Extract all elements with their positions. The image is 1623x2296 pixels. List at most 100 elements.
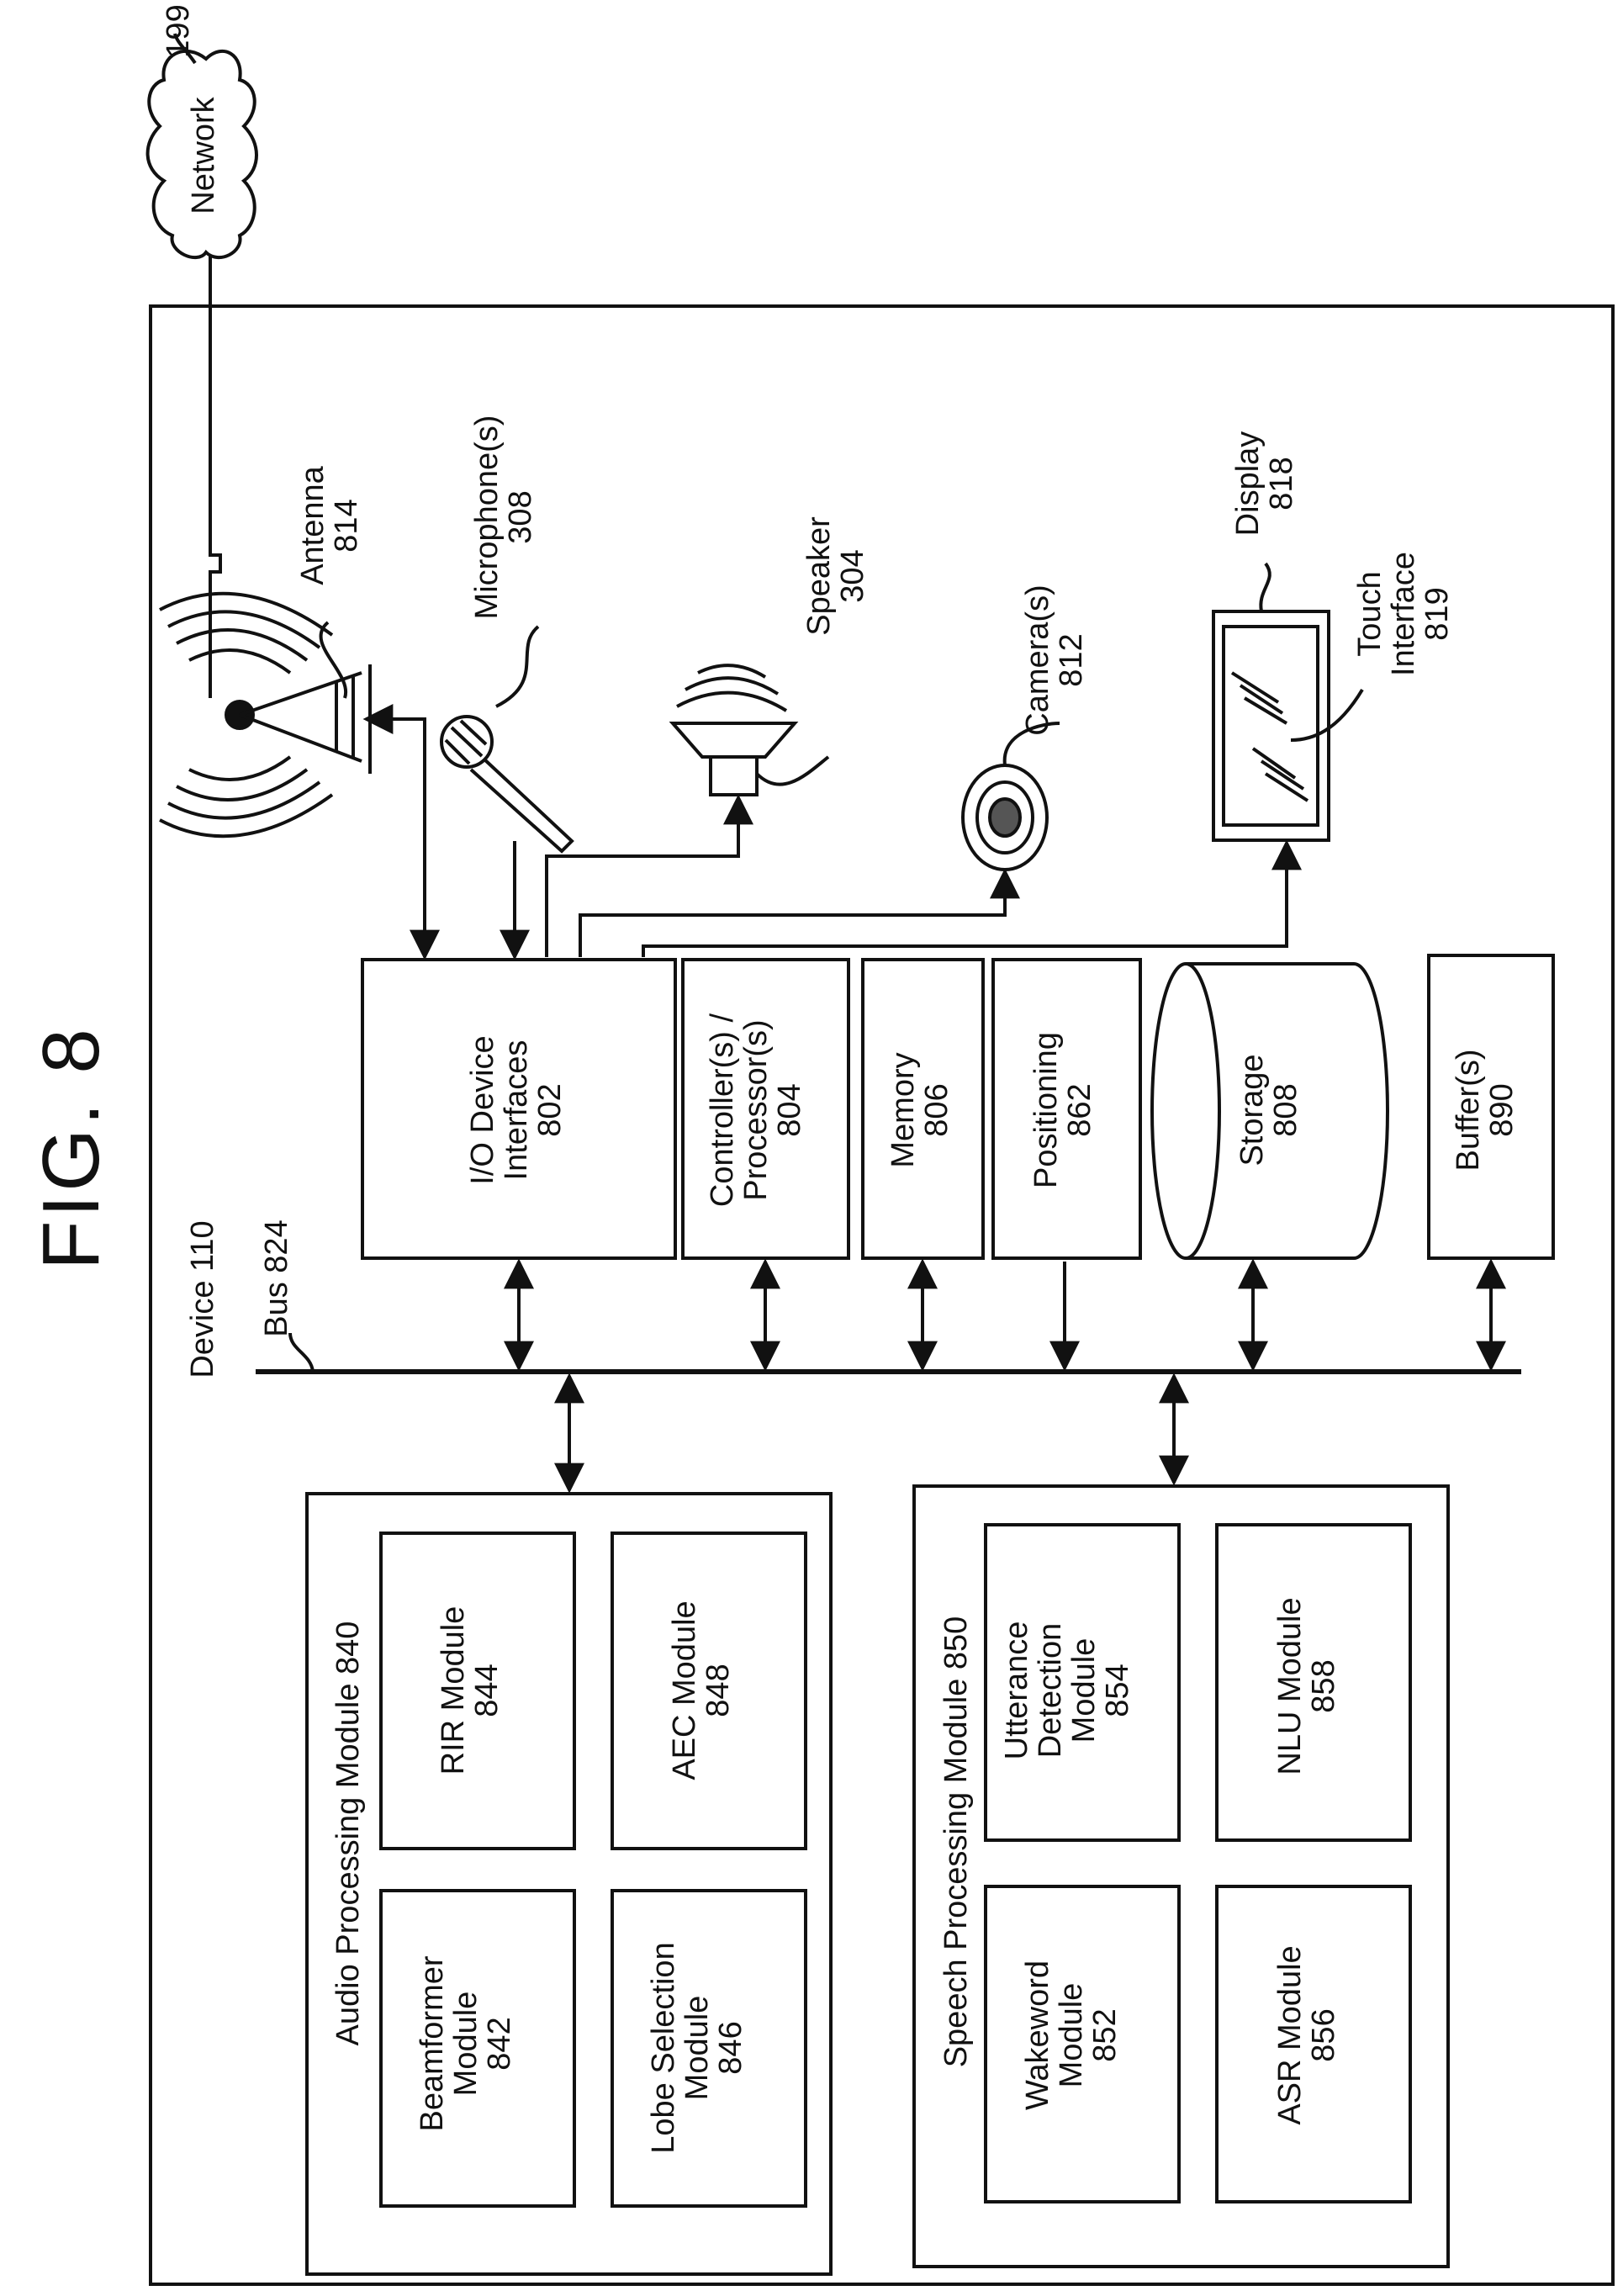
speaker-label: Speaker 304: [801, 479, 870, 673]
antenna-ref: 814: [328, 499, 364, 553]
utterance-line2: Detection: [1032, 1622, 1068, 1759]
nlu-ref: 858: [1305, 1659, 1341, 1713]
memory-line1: Memory: [886, 1052, 921, 1168]
microphone-leader: [495, 625, 540, 708]
antenna-icon: [159, 591, 372, 839]
aec-module-box: [611, 1532, 807, 1850]
utterance-detection-module-label: Utterance Detection Module 854: [999, 1564, 1135, 1817]
bus-label: Bus 824: [259, 1219, 294, 1337]
camera-icon: [961, 764, 1049, 871]
rir-line1: RIR Module: [436, 1606, 471, 1775]
camera-ref: 812: [1053, 633, 1089, 687]
speech-processing-module-title: Speech Processing Module 850: [938, 1616, 974, 2068]
io-line1: I/O Device: [465, 1035, 500, 1185]
io-line2: Interfaces: [498, 1040, 534, 1181]
audio-processing-module-box: [305, 1492, 833, 2276]
camera-name: Camera(s): [1020, 585, 1055, 736]
positioning-label: Positioning 862: [1028, 997, 1097, 1224]
network-cloud-icon: [145, 49, 258, 259]
io-device-interfaces-label: I/O Device Interfaces 802: [465, 984, 568, 1236]
controller-ref: 804: [771, 1083, 807, 1137]
network-ref-label: 199: [161, 4, 196, 58]
wakeword-line2: Module: [1053, 1982, 1089, 2088]
controller-line2: Processor(s): [737, 1019, 774, 1201]
beamformer-module-label: Beamformer Module 842: [415, 1930, 517, 2157]
rir-ref: 844: [468, 1664, 505, 1717]
buffer-box: [1427, 954, 1555, 1260]
microphone-label: Microphone(s) 308: [469, 412, 538, 622]
wakeword-line1: Wakeword: [1020, 1960, 1055, 2111]
positioning-box: [991, 958, 1142, 1260]
speech-processing-module-box: [912, 1484, 1450, 2268]
display-leader: [1259, 562, 1271, 612]
display-label: Display 818: [1230, 408, 1299, 559]
speaker-ref: 304: [834, 549, 870, 603]
aec-ref: 848: [700, 1664, 736, 1717]
beamformer-line2: Module: [447, 1991, 484, 2097]
antenna-leader: [319, 621, 348, 699]
audio-processing-module-title: Audio Processing Module 840: [330, 1621, 366, 2046]
utterance-detection-module-box: [984, 1523, 1181, 1842]
touch-interface-ref: 819: [1419, 587, 1455, 641]
buffer-label: Buffer(s) 890: [1451, 1009, 1520, 1211]
nlu-module-box: [1215, 1523, 1412, 1842]
lobe-line2: Module: [679, 1995, 715, 2101]
asr-module-label: ASR Module 856: [1272, 1934, 1341, 2136]
io-antenna-link: [362, 704, 440, 960]
controller-line1: Controller(s) /: [705, 1013, 740, 1208]
utterance-line3: Module: [1065, 1637, 1102, 1743]
io-camera-link: [579, 868, 1020, 957]
antenna-name: Antenna: [295, 466, 330, 585]
aec-line1: AEC Module: [667, 1600, 702, 1780]
wakeword-module-box: [984, 1885, 1181, 2203]
asr-ref: 856: [1305, 2008, 1341, 2062]
lobe-selection-module-label: Lobe Selection Module 846: [646, 1926, 748, 2170]
storage-label: Storage 808: [1234, 1018, 1303, 1203]
touch-interface-leader: [1290, 688, 1364, 742]
beamformer-line1: Beamformer: [415, 1955, 450, 2132]
speaker-icon: [669, 664, 799, 796]
storage-cylinder: [1150, 962, 1389, 1260]
memory-box: [861, 958, 985, 1260]
io-display-link: [642, 839, 1302, 957]
positioning-line1: Positioning: [1028, 1032, 1064, 1188]
storage-ref: 808: [1267, 1083, 1303, 1137]
utterance-ref: 854: [1099, 1664, 1135, 1717]
controller-processor-label: Controller(s) / Processor(s) 804: [705, 984, 807, 1236]
aec-module-label: AEC Module 848: [667, 1598, 736, 1783]
nlu-module-label: NLU Module 858: [1272, 1590, 1341, 1783]
io-speaker-link: [545, 794, 753, 957]
asr-module-box: [1215, 1885, 1412, 2203]
speaker-name: Speaker: [801, 516, 837, 636]
io-ref: 802: [531, 1083, 568, 1137]
figure-title: FIG. 8: [26, 1025, 116, 1270]
lobe-selection-module-box: [611, 1889, 807, 2208]
microphone-name: Microphone(s): [469, 415, 505, 620]
display-ref: 818: [1263, 457, 1299, 511]
io-device-interfaces-box: [361, 958, 677, 1260]
touch-interface-name-1: Touch: [1352, 571, 1388, 657]
camera-label: Camera(s) 812: [1020, 551, 1089, 770]
memory-ref: 806: [918, 1083, 954, 1137]
asr-line1: ASR Module: [1272, 1945, 1308, 2125]
wakeword-module-label: Wakeword Module 852: [1020, 1934, 1123, 2136]
display-name: Display: [1230, 431, 1266, 537]
device-label: Device 110: [185, 1220, 220, 1378]
buffer-line1: Buffer(s): [1451, 1049, 1486, 1172]
microphone-ref: 308: [502, 490, 538, 544]
lobe-ref: 846: [712, 2021, 748, 2075]
microphone-icon: [440, 715, 574, 854]
wakeword-ref: 852: [1086, 2008, 1123, 2062]
nlu-line1: NLU Module: [1272, 1597, 1308, 1775]
utterance-line1: Utterance: [999, 1621, 1034, 1760]
buffer-ref: 890: [1483, 1083, 1520, 1137]
beamformer-ref: 842: [481, 2017, 517, 2071]
bus-leader: [288, 1332, 315, 1373]
network-label: Network: [186, 97, 221, 214]
display-icon: [1212, 610, 1330, 842]
camera-leader: [1002, 722, 1060, 766]
touch-interface-label: Touch Interface 819: [1352, 521, 1455, 706]
controller-processor-box: [681, 958, 850, 1260]
rir-module-label: RIR Module 844: [436, 1598, 505, 1783]
